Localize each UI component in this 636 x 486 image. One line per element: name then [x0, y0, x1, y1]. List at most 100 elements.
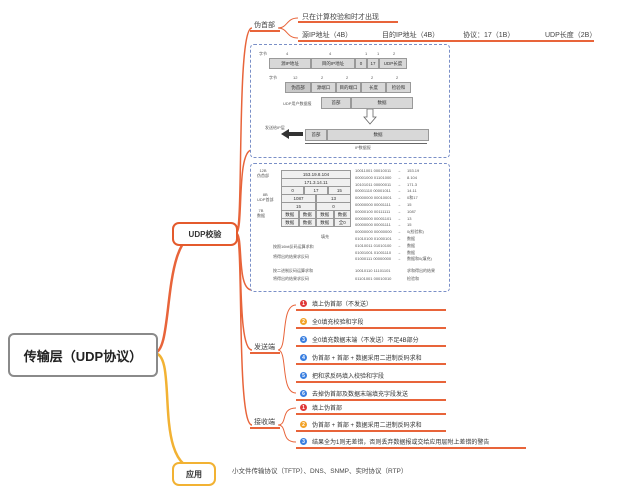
- down-arrow-icon: [363, 109, 377, 125]
- fig2-binary-value: 00001000 01101000: [355, 174, 392, 180]
- fig2-left-cell: 数据: [298, 218, 316, 227]
- fig2-decimal-value: 153.19: [407, 168, 420, 173]
- fig2-decimal-value: 171.3: [407, 181, 418, 187]
- fig2-binary-value: 10011001 00010011: [355, 168, 392, 173]
- fig2-decimal-value: 数据: [407, 242, 415, 248]
- step-number-icon: 5: [300, 372, 307, 379]
- right-arrow-icon: →: [397, 181, 401, 187]
- fig2-left-cell: 数据: [281, 218, 299, 227]
- step-number-icon: 1: [300, 300, 307, 307]
- fig1-byte-top: 4: [329, 51, 332, 56]
- sender-underline: [250, 352, 280, 354]
- step-number-icon: 4: [300, 354, 307, 361]
- fig2-decimal-value: 14.11: [407, 188, 417, 194]
- step-text: 去掉伪首部及数据末端填充字段发送: [312, 392, 409, 398]
- right-arrow-icon: →: [397, 229, 401, 235]
- fig1-pseudo-cell: 目的IP地址: [311, 58, 355, 69]
- udp-format-figure: 字节 4 4 1 1 2 源IP地址 目的IP地址 0 17 UDP长度 字节 …: [250, 44, 450, 158]
- fig2-decimal-value: 13: [407, 215, 412, 221]
- step-text: 伪首部 + 首部 + 数据采用二进制反码求和: [312, 356, 422, 362]
- pseudo-field-src-ip: 源IP地址（4B）: [302, 32, 353, 39]
- step-number-icon: 6: [300, 390, 307, 397]
- step-underline: [296, 447, 526, 449]
- step-number-icon: 2: [300, 421, 307, 428]
- fig1-ip-cell: 首部: [305, 129, 327, 141]
- fig2-note: 填充: [321, 234, 329, 239]
- right-arrow-icon: →: [397, 202, 401, 207]
- application-node[interactable]: 应用: [172, 462, 216, 486]
- pseudo-field-udp-length: UDP长度（2B）: [545, 32, 597, 39]
- step-underline: [296, 363, 446, 365]
- pseudo-field-protocol: 协议：17（1B）: [463, 32, 515, 39]
- right-arrow-icon: →: [397, 188, 401, 194]
- fig2-decimal-value: 15: [407, 222, 412, 228]
- fig1-byte-mid: 12: [293, 75, 298, 80]
- root-topic[interactable]: 传输层（UDP协议）: [8, 333, 158, 377]
- fig2-check-binary: 01101001 00010010: [355, 276, 392, 281]
- pseudo-field-dst-ip: 目的IP地址（4B）: [382, 32, 440, 39]
- right-arrow-icon: →: [397, 208, 401, 214]
- fig2-check-label: 检验和: [407, 276, 419, 281]
- fig2-binary-value: 01010100 01000101: [355, 236, 392, 241]
- fig2-binary-value: 10101011 00000011: [355, 181, 392, 187]
- pseudo-header-label[interactable]: 伪首部: [254, 22, 275, 29]
- pseudo-header-underline: [250, 30, 280, 32]
- step-number-icon: 3: [300, 438, 307, 445]
- fig1-udp-cell: 检验和: [386, 82, 411, 93]
- fig1-udp-cell: 目的端口: [336, 82, 361, 93]
- application-label: 应用: [186, 469, 202, 479]
- fig1-byte-mid: 2: [346, 75, 349, 80]
- fig1-byte-top: 2: [393, 51, 396, 56]
- step-text: 填上伪首部: [312, 406, 343, 412]
- udp-check-node[interactable]: UDP校验: [172, 222, 238, 246]
- pseudo-header-note: 只在计算校验和时才出现: [302, 14, 379, 21]
- fig2-note: 将得出的结果求反码: [273, 254, 309, 259]
- right-arrow-icon: →: [397, 236, 401, 241]
- fig1-pseudo-cell: UDP长度: [379, 58, 407, 69]
- fig2-decimal-value: 数据和0(填充): [407, 256, 432, 262]
- right-arrow-icon: →: [397, 256, 401, 262]
- root-label: 传输层（UDP协议）: [23, 348, 143, 364]
- fig2-binary-value: 01000111 00000000: [355, 256, 392, 262]
- right-arrow-icon: →: [397, 215, 401, 221]
- fig1-ip-cell: 数据: [327, 129, 429, 141]
- step-underline: [296, 399, 446, 401]
- fig1-udp-dg-cell: 首部: [321, 97, 351, 109]
- right-arrow-icon: →: [397, 242, 401, 248]
- right-arrow-icon: →: [397, 222, 401, 228]
- fig2-binary-value: 00000000 00001111: [355, 222, 391, 228]
- fig1-byte-mid: 2: [371, 75, 374, 80]
- fig2-left-cell: 全0: [333, 218, 351, 227]
- fig2-sum-label: 求和得出的结果: [407, 268, 435, 273]
- sender-label[interactable]: 发送端: [254, 344, 275, 351]
- fields-underline: [298, 40, 594, 42]
- fig2-binary-value: 00001110 00001011: [355, 188, 391, 194]
- step-underline: [296, 327, 446, 329]
- receiver-label[interactable]: 接收端: [254, 419, 275, 426]
- note-underline: [298, 21, 398, 23]
- fig1-byte-mid: 2: [396, 75, 399, 80]
- fig2-binary-value: 01010011 01010100: [355, 242, 392, 248]
- step-underline: [296, 381, 446, 383]
- fig2-note: 将得出的结果求反码: [273, 276, 309, 281]
- step-underline: [296, 309, 446, 311]
- step-underline: [296, 430, 446, 432]
- fig1-byte-label-2: 字节: [269, 75, 277, 80]
- right-arrow-icon: →: [397, 249, 401, 255]
- step-text: 把和求反码填入校验和字段: [312, 374, 385, 380]
- step-number-icon: 3: [300, 336, 307, 343]
- fig1-udp-cell: 源端口: [311, 82, 336, 93]
- fig2-decimal-value: 1087: [407, 208, 416, 214]
- fig2-binary-value: 00000000 00010001: [355, 195, 392, 201]
- receiver-underline: [250, 427, 280, 429]
- step-text: 结果全为1则无差错，否则丢弃数据报或交给应用层附上差错的警告: [312, 440, 490, 446]
- step-underline: [296, 345, 446, 347]
- fig2-sum-binary: 10010110 11101101: [355, 268, 391, 273]
- step-number-icon: 1: [300, 404, 307, 411]
- app-protocols-text: 小文件传输协议（TFTP）、DNS、SNMP、实时协议（RTP）: [232, 468, 408, 475]
- right-arrow-icon: →: [397, 174, 401, 180]
- ip-bracket: [305, 143, 427, 144]
- fig2-decimal-value: 0(检验和): [407, 229, 424, 235]
- fig2-side-label: 7B 数据: [257, 208, 265, 218]
